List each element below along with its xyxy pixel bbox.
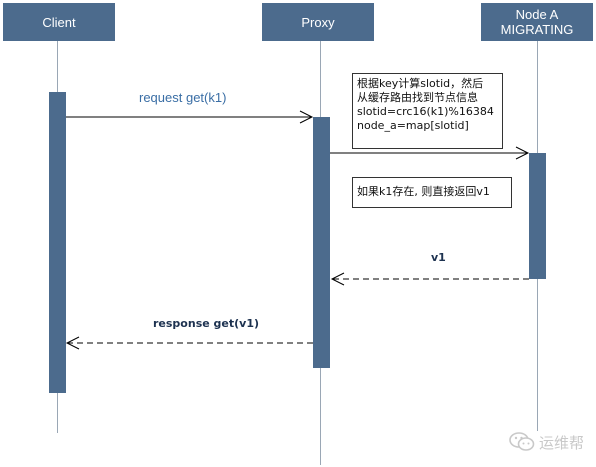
arrow-response: [65, 336, 313, 350]
activation-node-a: [529, 153, 546, 279]
note-compute-line: node_a=map[slotid]: [357, 119, 469, 132]
message-request-label: request get(k1): [139, 90, 227, 105]
message-v1-label: v1: [431, 251, 446, 264]
arrow-forward-to-node: [330, 146, 530, 160]
watermark: 运维帮: [509, 431, 584, 453]
note-compute-line: 从缓存路由找到节点信息: [357, 91, 478, 104]
wechat-icon: [509, 432, 535, 451]
participant-node-a: Node A MIGRATING: [481, 3, 593, 41]
participant-client-label: Client: [42, 14, 76, 30]
arrow-return-v1: [330, 272, 529, 286]
watermark-text: 运维帮: [538, 433, 584, 452]
participant-client: Client: [3, 3, 115, 41]
participant-node-a-status: MIGRATING: [500, 22, 574, 37]
participant-proxy: Proxy: [262, 3, 374, 41]
note-compute-line: 根据key计算slotid，然后: [357, 77, 484, 90]
participant-node-a-label: Node A: [515, 7, 559, 22]
note-compute-line: slotid=crc16(k1)%16384: [357, 105, 494, 118]
activation-proxy: [313, 117, 330, 368]
arrow-request: [66, 110, 314, 124]
participant-proxy-label: Proxy: [301, 14, 335, 30]
message-response-label: response get(v1): [153, 317, 260, 330]
note-compute-slot: 根据key计算slotid，然后 从缓存路由找到节点信息 slotid=crc1…: [352, 73, 503, 149]
note-k1-exists-text: 如果k1存在, 则直接返回v1: [357, 185, 490, 198]
activation-client: [49, 92, 66, 393]
note-k1-exists: 如果k1存在, 则直接返回v1: [352, 177, 512, 208]
